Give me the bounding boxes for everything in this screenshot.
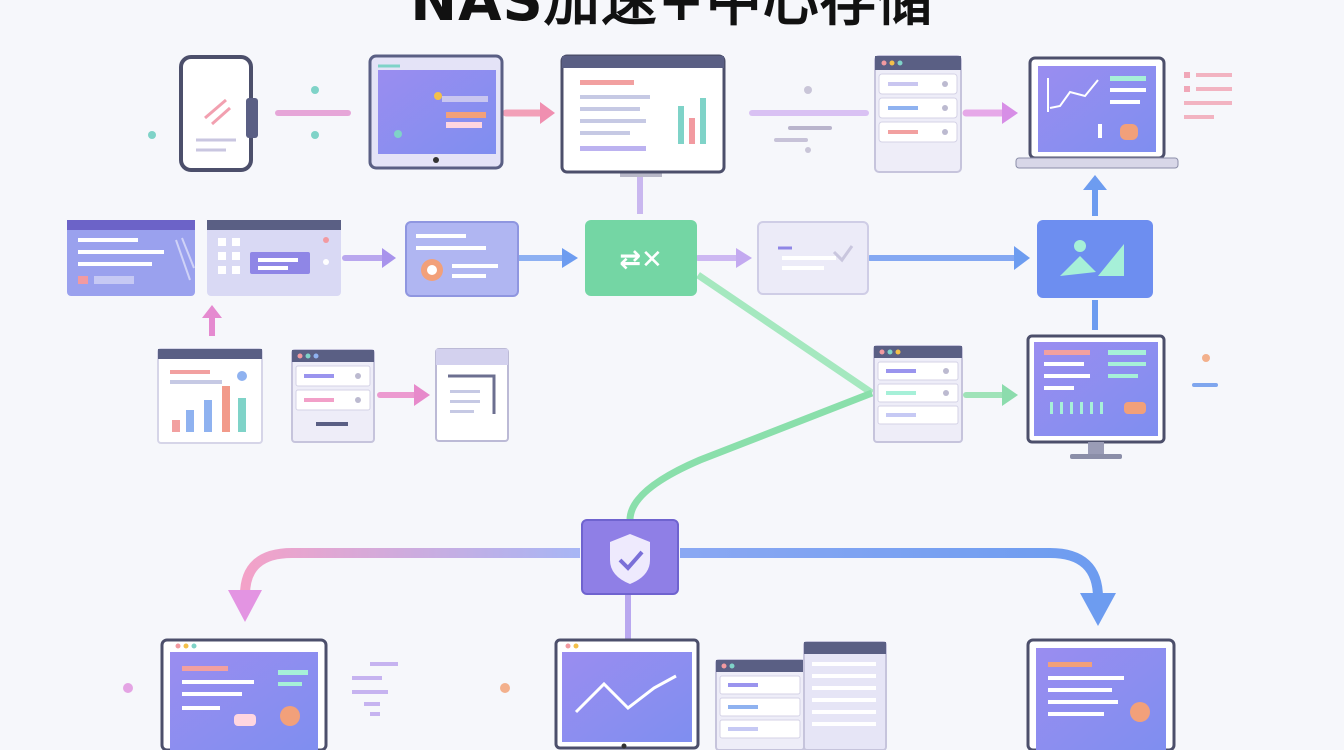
check-card-icon: [757, 221, 869, 295]
monitor-icon: [1026, 334, 1166, 459]
tablet-icon: [368, 54, 504, 170]
grid-card-icon: [207, 220, 341, 296]
connectors: [202, 102, 1116, 640]
decorations: [123, 72, 1232, 716]
acceleration-icon: ⇄✕: [585, 220, 697, 296]
server-small-icon: [291, 349, 375, 443]
media-card-icon: [405, 221, 519, 297]
shield-check-icon: [581, 519, 679, 595]
diagram-title: NAS加速+中心存储: [410, 0, 934, 34]
laptop-icon-top-right: [1015, 56, 1179, 169]
laptop-icon-bottom-left: [160, 638, 328, 750]
server-bottom-center-icon: [715, 641, 887, 750]
svg-text:⇄✕: ⇄✕: [619, 245, 663, 275]
document-icon: [435, 348, 509, 442]
bar-chart-icon: [157, 348, 263, 444]
image-icon: [1037, 220, 1153, 298]
dashboard-icon: [560, 54, 726, 174]
list-card-icon: [67, 220, 195, 296]
server-stack-top-icon: [874, 55, 962, 173]
central-storage-icon: [873, 345, 963, 443]
laptop-icon-bottom-right: [1026, 638, 1176, 750]
line-chart-icon: [554, 638, 700, 750]
phone-icon: [179, 55, 258, 172]
